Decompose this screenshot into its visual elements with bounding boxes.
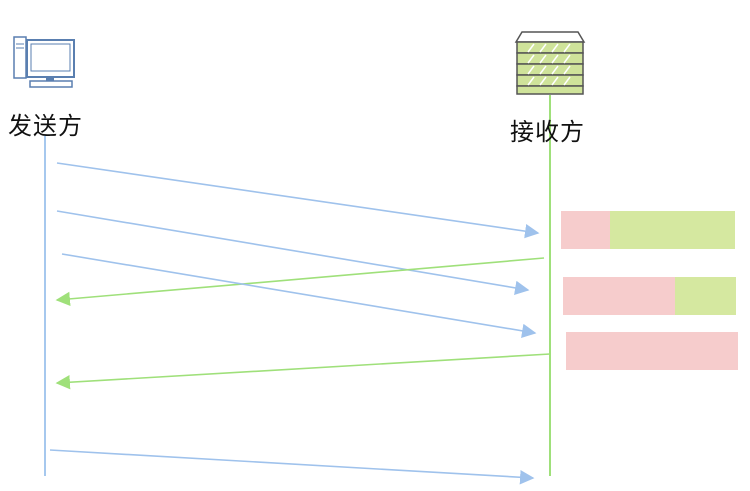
ack-arrow-1 [55, 257, 545, 307]
ack-arrow-2 [55, 353, 551, 390]
message-arrows [49, 162, 551, 485]
data-arrow-2 [56, 210, 530, 295]
data-arrow-3 [61, 253, 537, 338]
server-icon [514, 31, 586, 95]
buffer-free-segment [675, 277, 736, 315]
receiver-buffer-1 [561, 211, 735, 249]
buffer-used-segment [561, 211, 610, 249]
buffer-used-segment [563, 277, 676, 315]
sender-label: 发送方 [8, 112, 83, 140]
receiver-buffer-3 [566, 332, 738, 370]
buffer-free-segment [609, 211, 735, 249]
receiver-buffer-2 [563, 277, 736, 315]
data-arrow-1 [56, 162, 540, 239]
data-arrow-4 [49, 449, 535, 485]
buffer-used-segment [566, 332, 738, 370]
computer-icon [13, 36, 75, 88]
receiver-label: 接收方 [510, 118, 585, 146]
